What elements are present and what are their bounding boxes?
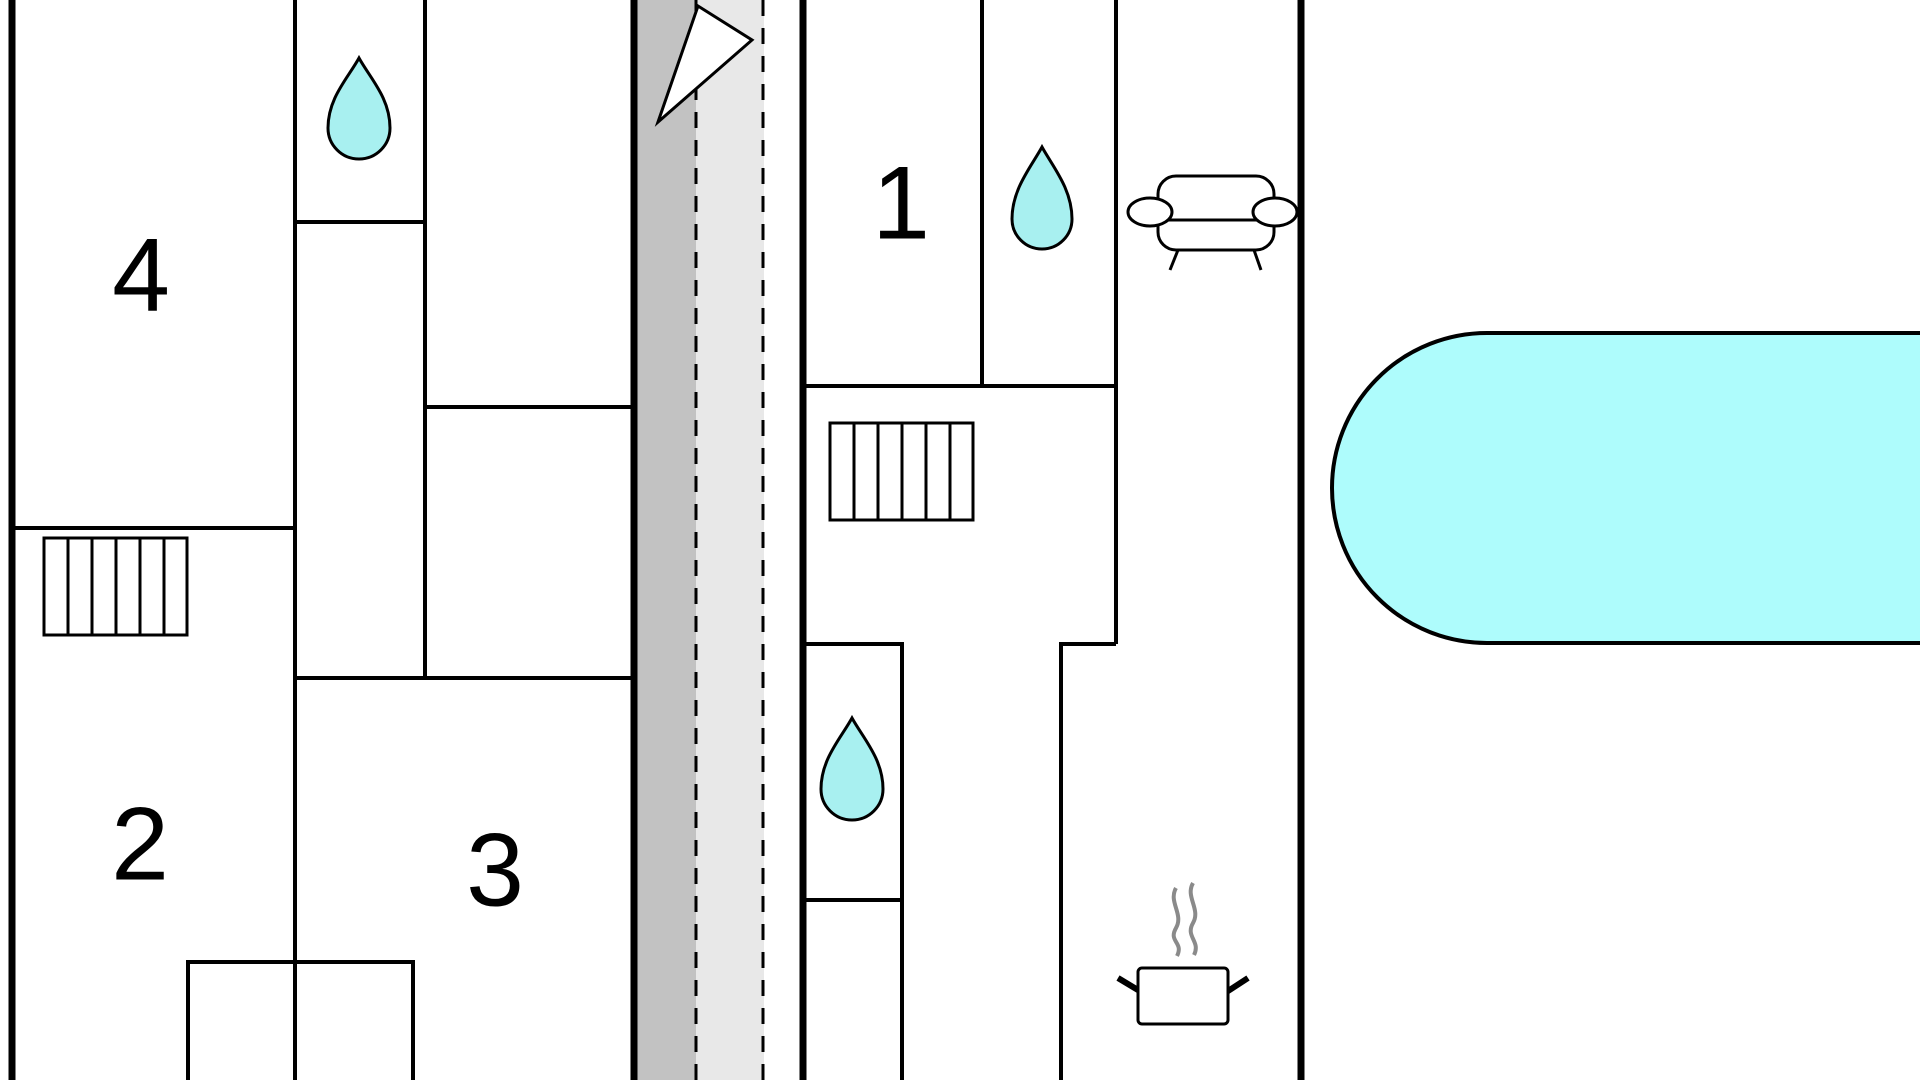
cooking-pot-icon — [1116, 882, 1250, 1026]
bathroom-drop-icon — [819, 714, 885, 822]
furniture-outline — [186, 960, 415, 1080]
staircase-icon — [42, 536, 189, 637]
bathroom-drop-icon — [326, 54, 392, 161]
north-arrow-icon — [654, 3, 755, 127]
room-label-3: 3 — [466, 812, 524, 928]
pool-shape — [1330, 331, 1920, 645]
road-light-lane — [696, 0, 764, 1080]
room-label-1: 1 — [872, 145, 930, 261]
wall — [803, 642, 904, 1080]
road-dark-lane — [632, 0, 696, 1080]
sofa-icon — [1126, 174, 1299, 271]
bathroom-drop-icon — [1010, 143, 1074, 251]
room-label-4: 4 — [112, 217, 170, 333]
left-building — [8, 0, 632, 1080]
wall — [1059, 642, 1116, 1080]
road — [630, 0, 765, 1080]
room-label-2: 2 — [111, 786, 169, 902]
right-building — [799, 0, 1305, 1080]
staircase-icon — [828, 421, 975, 522]
